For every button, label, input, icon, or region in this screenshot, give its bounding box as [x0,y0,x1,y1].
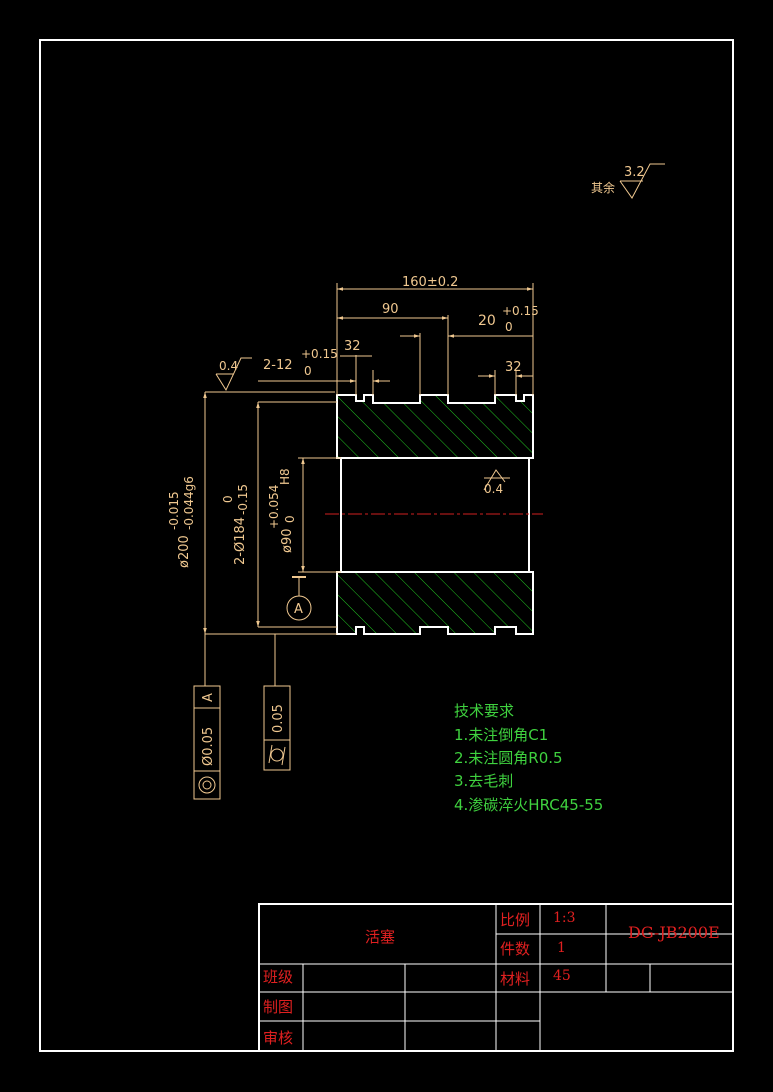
svg-text:32: 32 [344,339,361,354]
svg-text:0: 0 [283,515,297,523]
surface-finish-note: 其余 3.2 [591,163,665,199]
bore [340,457,530,573]
svg-text:2.未注圆角R0.5: 2.未注圆角R0.5 [454,749,563,767]
svg-text:Ø0.05: Ø0.05 [201,727,216,766]
svg-text:0.4: 0.4 [219,359,238,373]
cylindricity-frame: 0.05 [263,685,291,771]
svg-text:ø200: ø200 [177,535,192,568]
title-block [258,903,734,1052]
svg-text:+0.15: +0.15 [301,347,338,361]
roughness-bore-symbol [483,469,510,491]
cylindricity-icon [268,744,286,766]
svg-text:比例: 比例 [500,911,530,929]
svg-text:-0.015: -0.015 [167,491,181,530]
svg-text:其余: 其余 [591,180,615,195]
lower-wall-section [336,571,534,635]
svg-text:0.05: 0.05 [271,704,286,733]
svg-text:1:3: 1:3 [553,910,576,926]
svg-text:3.2: 3.2 [624,165,645,180]
dimension-texts: 160±0.2 90 20 +0.15 0 32 32 2-12 +0.15 0… [167,275,539,621]
svg-text:DG-JB200E: DG-JB200E [628,923,720,942]
svg-text:A: A [201,693,216,702]
svg-text:2-12: 2-12 [263,358,293,373]
svg-text:20: 20 [478,313,496,329]
svg-text:H8: H8 [278,468,292,485]
svg-text:32: 32 [505,360,522,375]
svg-text:+0.054: +0.054 [267,485,281,529]
svg-text:90: 90 [382,302,399,317]
svg-text:制图: 制图 [263,998,293,1016]
svg-text:材料: 材料 [500,970,530,988]
svg-text:1: 1 [557,940,566,956]
svg-text:45: 45 [553,968,571,984]
svg-text:3.去毛刺: 3.去毛刺 [454,772,513,790]
svg-text:160±0.2: 160±0.2 [402,275,458,290]
svg-text:ø90: ø90 [280,529,295,554]
technical-requirements: 技术要求 1.未注倒角C1 2.未注圆角R0.5 3.去毛刺 4.渗碳淬火HRC… [454,702,603,814]
dimension-lines [203,283,534,686]
concentricity-icon [198,776,216,794]
svg-text:4.渗碳淬火HRC45-55: 4.渗碳淬火HRC45-55 [454,796,603,814]
title-block-text: 活塞 比例 1:3 件数 1 材料 45 DG-JB200E 班级 制图 审核 [263,910,720,1047]
svg-text:技术要求: 技术要求 [454,702,514,720]
roughness-top-symbol [215,357,252,392]
piston-section [325,394,543,635]
svg-text:A: A [294,602,303,617]
svg-text:0: 0 [221,495,235,503]
concentricity-frame: A Ø0.05 [193,685,221,800]
svg-text:件数: 件数 [500,940,530,958]
upper-wall-section [336,394,534,459]
svg-text:班级: 班级 [263,968,293,986]
svg-text:-0.15: -0.15 [236,484,250,515]
svg-text:-0.044g6: -0.044g6 [182,476,196,530]
drawing-border [39,39,734,1052]
svg-text:1.未注倒角C1: 1.未注倒角C1 [454,726,548,744]
svg-text:活塞: 活塞 [365,928,395,946]
svg-text:0.4: 0.4 [484,482,503,496]
svg-text:审核: 审核 [263,1029,293,1047]
svg-text:+0.15: +0.15 [502,304,539,318]
svg-text:0: 0 [505,320,513,334]
svg-text:0: 0 [304,364,312,378]
svg-text:2-Ø184: 2-Ø184 [233,517,248,565]
